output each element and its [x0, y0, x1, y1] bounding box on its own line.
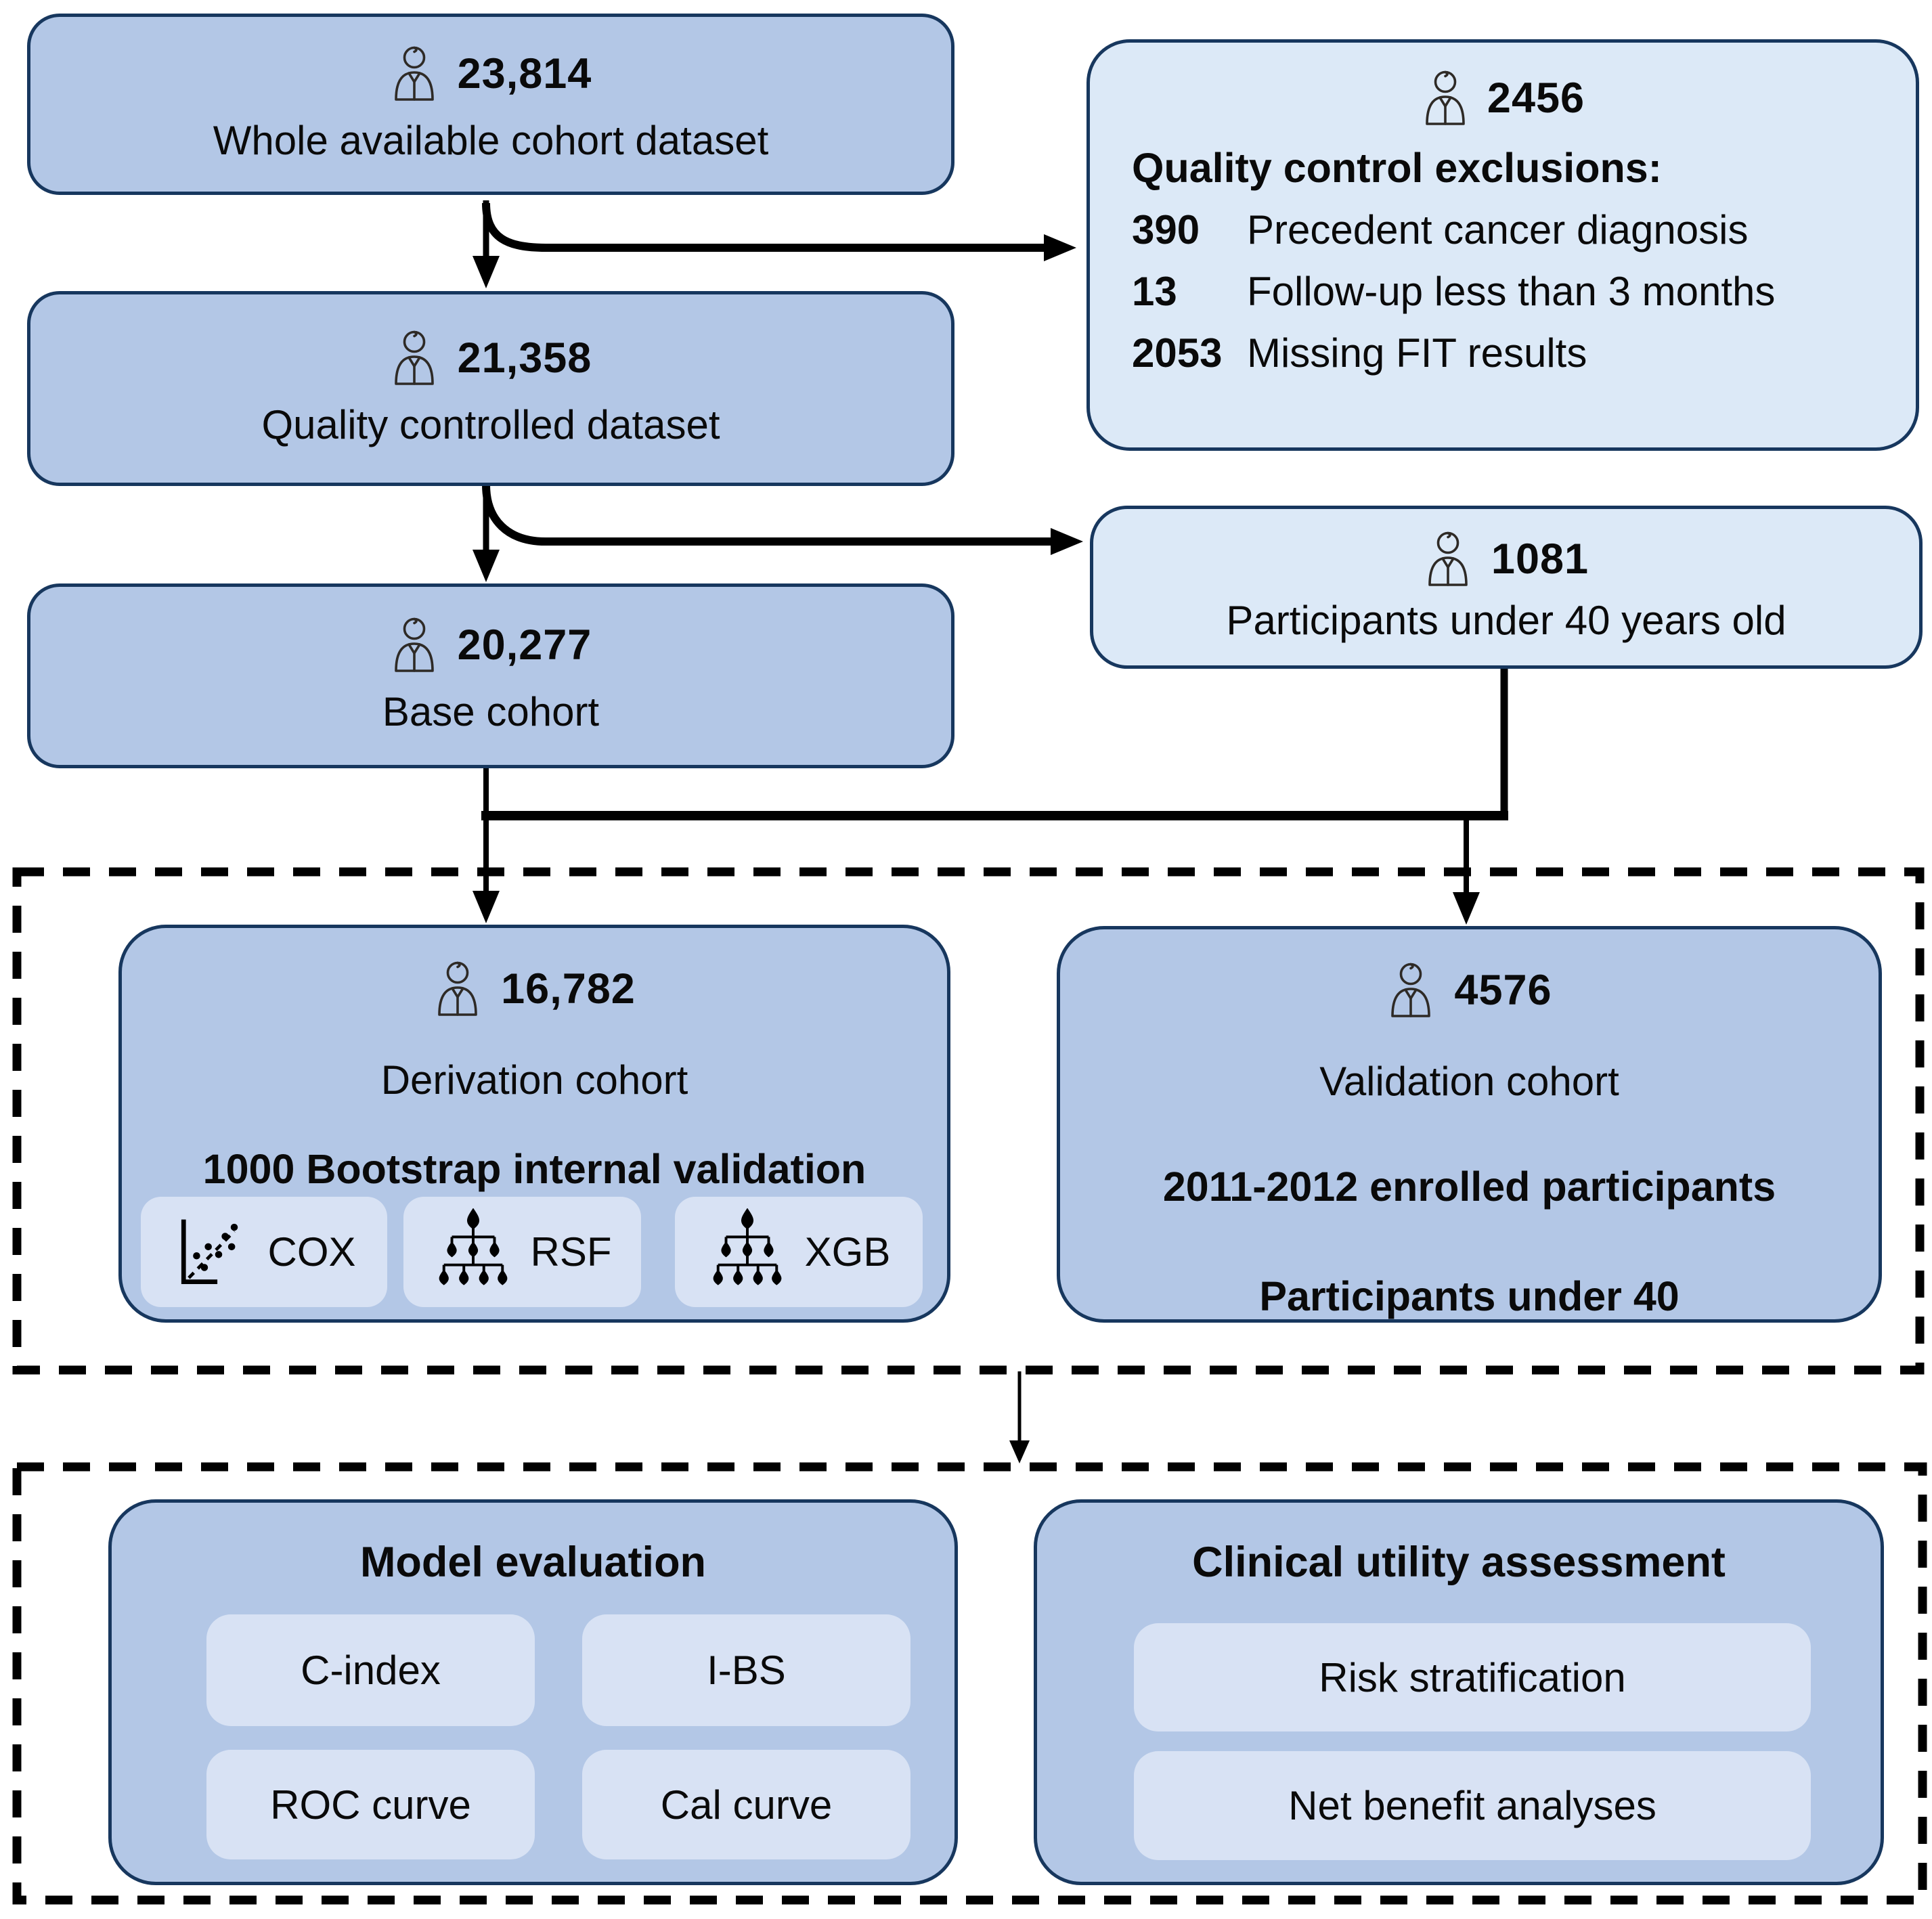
- utility-chip-risk-stratification: Risk stratification: [1134, 1623, 1811, 1731]
- metric-label: I-BS: [707, 1648, 786, 1693]
- exclusion-reason: Precedent cancer diagnosis: [1247, 207, 1749, 252]
- base-label: Base cohort: [382, 689, 600, 734]
- box-validation-cohort: 4576 Validation cohort 2011-2012 enrolle…: [1057, 926, 1882, 1323]
- box-quality-controlled: 21,358 Quality controlled dataset: [27, 291, 954, 486]
- validation-note-enrollment: 2011-2012 enrolled participants: [1162, 1164, 1776, 1210]
- person-icon: [1386, 962, 1435, 1019]
- scatter-plot-icon: [172, 1213, 250, 1291]
- clinical-utility-title: Clinical utility assessment: [1192, 1539, 1726, 1586]
- model-label: COX: [267, 1229, 356, 1275]
- utility-chip-net-benefit: Net benefit analyses: [1134, 1751, 1811, 1860]
- base-count: 20,277: [457, 621, 592, 669]
- exclusion-reason: Missing FIT results: [1247, 330, 1587, 376]
- person-icon: [433, 961, 482, 1017]
- utility-label: Net benefit analyses: [1288, 1783, 1656, 1828]
- under40-label: Participants under 40 years old: [1226, 598, 1786, 643]
- metric-chip-c-index: C-index: [206, 1614, 535, 1726]
- box-under40: 1081 Participants under 40 years old: [1090, 506, 1923, 669]
- box-base-cohort: 20,277 Base cohort: [27, 583, 954, 768]
- model-evaluation-title: Model evaluation: [359, 1539, 707, 1586]
- quality-count: 21,358: [457, 334, 592, 382]
- model-chip-cox: COX: [141, 1197, 387, 1307]
- model-label: RSF: [530, 1229, 612, 1275]
- arrow-branch-to-under40: [482, 484, 1083, 555]
- whole-label: Whole available cohort dataset: [213, 117, 769, 163]
- person-icon: [1424, 531, 1472, 588]
- tree-icon: [433, 1208, 513, 1296]
- exclusions-count: 2456: [1487, 74, 1585, 122]
- count-row: 1081: [1424, 531, 1589, 588]
- derivation-note: 1000 Bootstrap internal validation: [202, 1146, 866, 1192]
- count-row: 21,358: [390, 330, 592, 387]
- exclusion-item: 13 Follow-up less than 3 months: [1132, 268, 1874, 315]
- exclusion-count: 390: [1132, 207, 1200, 252]
- arrow-branch-to-exclusions: [482, 202, 1076, 261]
- derivation-count: 16,782: [501, 965, 636, 1013]
- exclusion-item: 390 Precedent cancer diagnosis: [1132, 206, 1874, 253]
- count-row: 23,814: [390, 45, 592, 102]
- count-row: 2456: [1132, 70, 1874, 127]
- metric-chip-i-bs: I-BS: [582, 1614, 910, 1726]
- quality-label: Quality controlled dataset: [261, 401, 720, 447]
- exclusion-item: 2053 Missing FIT results: [1132, 330, 1874, 376]
- count-row: 4576: [1386, 962, 1552, 1019]
- count-row: 16,782: [433, 961, 636, 1017]
- metric-label: ROC curve: [270, 1782, 471, 1828]
- person-icon: [1421, 70, 1470, 127]
- metric-chip-roc-curve: ROC curve: [206, 1750, 535, 1859]
- exclusion-count: 13: [1132, 269, 1177, 314]
- box-model-evaluation: Model evaluation C-index I-BS ROC curve …: [108, 1499, 958, 1885]
- person-icon: [390, 330, 439, 387]
- analysis-dashed-container: [12, 1462, 1927, 1905]
- person-icon: [390, 617, 439, 674]
- metric-label: Cal curve: [660, 1782, 833, 1828]
- box-clinical-utility: Clinical utility assessment Risk stratif…: [1034, 1499, 1884, 1885]
- box-whole-cohort: 23,814 Whole available cohort dataset: [27, 14, 954, 195]
- exclusion-reason: Follow-up less than 3 months: [1247, 269, 1776, 314]
- under40-count: 1081: [1491, 535, 1589, 583]
- validation-note-under40: Participants under 40: [1259, 1273, 1679, 1319]
- exclusions-title: Quality control exclusions:: [1132, 145, 1662, 191]
- validation-label: Validation cohort: [1319, 1059, 1619, 1104]
- count-row: 20,277: [390, 617, 592, 674]
- derivation-label: Derivation cohort: [380, 1057, 688, 1103]
- exclusion-count: 2053: [1132, 330, 1223, 376]
- box-derivation-cohort: 16,782 Derivation cohort 1000 Bootstrap …: [118, 925, 950, 1323]
- model-chip-rsf: RSF: [403, 1197, 641, 1307]
- box-exclusions: 2456 Quality control exclusions: 390 Pre…: [1086, 39, 1919, 451]
- model-label: XGB: [804, 1229, 891, 1275]
- exclusions-content: 2456 Quality control exclusions: 390 Pre…: [1090, 63, 1916, 376]
- model-chip-xgb: XGB: [675, 1197, 923, 1307]
- person-icon: [390, 45, 439, 102]
- metric-chip-cal-curve: Cal curve: [582, 1750, 910, 1859]
- metric-label: C-index: [301, 1648, 441, 1693]
- whole-count: 23,814: [457, 49, 592, 97]
- validation-count: 4576: [1454, 967, 1552, 1014]
- utility-label: Risk stratification: [1319, 1654, 1626, 1700]
- tree-icon: [707, 1208, 787, 1296]
